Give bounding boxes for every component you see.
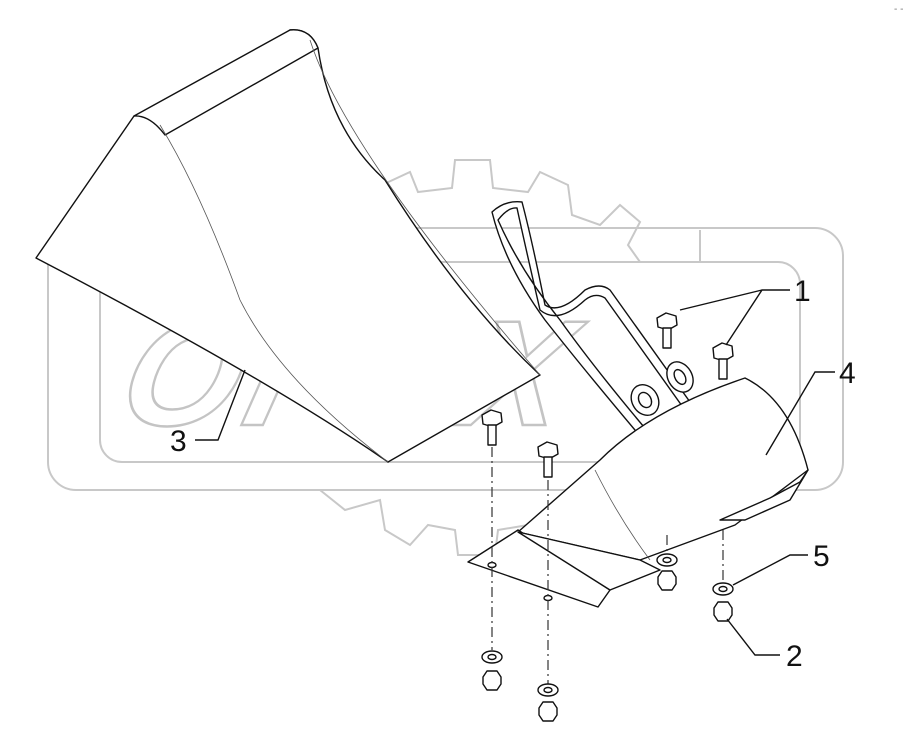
callout-2: 2	[786, 640, 803, 673]
nut-4-part-2	[713, 601, 733, 622]
bracket-hole-2	[543, 594, 553, 602]
spring-wire	[491, 201, 741, 498]
bracket-plate-part-4	[467, 377, 809, 608]
shield-body	[35, 29, 541, 463]
callout-4: 4	[839, 357, 856, 390]
watermark-frame	[47, 227, 844, 491]
callout-1: 1	[794, 275, 811, 308]
spring-eye-left-hole	[637, 391, 653, 409]
bolt-1	[656, 312, 678, 349]
bracket-right-flange	[719, 469, 809, 521]
washer-1	[481, 650, 503, 664]
spring-eye-left	[630, 383, 660, 417]
corner-mark: - -	[894, 4, 903, 15]
spring-eye-right	[666, 361, 694, 393]
shield-fold-line	[159, 124, 389, 463]
shield-top-edge	[133, 29, 319, 136]
watermark-frame-inner	[99, 261, 801, 463]
washer-1-hole	[487, 653, 497, 661]
leader-1	[679, 289, 790, 346]
washer-4-hole	[718, 585, 728, 593]
spring-eye-right-hole	[673, 368, 687, 386]
washer-2	[537, 683, 559, 697]
leader-4	[765, 371, 835, 456]
nut-3	[657, 570, 677, 591]
callout-3: 3	[170, 425, 187, 458]
fasteners	[481, 553, 734, 722]
spring-wire-rod	[491, 201, 741, 498]
bolt-4	[537, 441, 559, 478]
bolt-3	[481, 409, 503, 446]
washer-2-hole	[543, 686, 553, 694]
washer-3-hole	[662, 556, 672, 564]
leader-3	[195, 369, 246, 441]
bracket-bend-line	[594, 469, 651, 561]
callout-5: 5	[813, 540, 830, 573]
callout-labels: 1 2 3 4 5	[170, 275, 856, 673]
nut-2	[538, 701, 558, 722]
shield-highlight	[309, 39, 541, 376]
bolts	[481, 312, 734, 478]
bracket-side	[517, 531, 661, 591]
leader-2	[726, 618, 780, 656]
washer-4-part-5	[712, 582, 734, 596]
nut-1	[482, 670, 502, 691]
leader-lines	[195, 289, 835, 656]
curved-shield-part-3	[35, 29, 541, 463]
washer-3	[656, 553, 678, 567]
leader-5	[732, 554, 808, 586]
bolt-2	[712, 342, 734, 380]
